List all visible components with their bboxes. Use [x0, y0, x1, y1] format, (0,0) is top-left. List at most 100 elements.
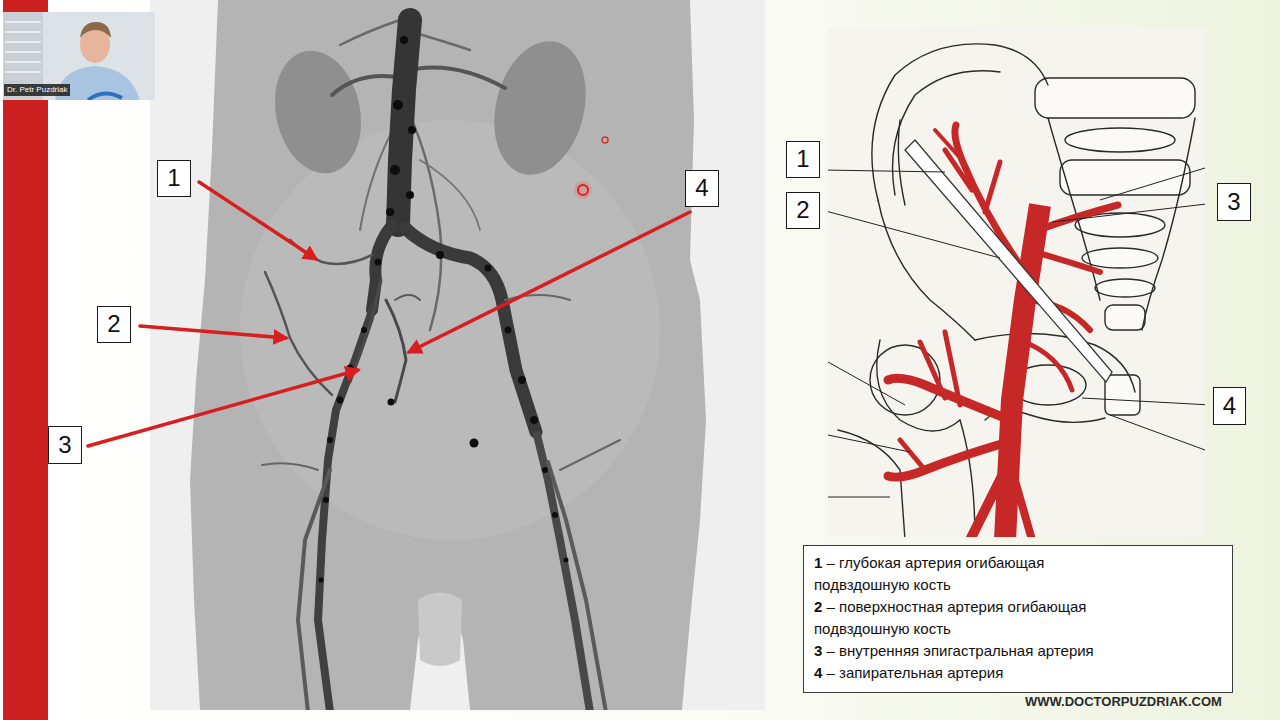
webcam-thumbnail — [3, 12, 155, 100]
pelvis-illustration — [1052, 203, 1205, 222]
pelvis-illustration — [838, 44, 1195, 537]
ct-angiogram — [564, 558, 569, 563]
callout-box: 2 — [97, 306, 131, 343]
key-text: – запирательная артерия — [822, 664, 1003, 681]
ct-angiogram — [505, 327, 512, 334]
ct-angiogram — [518, 376, 526, 384]
pelvis-illustration — [1020, 340, 1072, 390]
pelvis-illustration — [828, 210, 1000, 258]
pelvis-illustration — [1105, 305, 1145, 330]
pelvis-illustration — [898, 120, 905, 205]
callout-box: 3 — [1217, 183, 1251, 221]
pelvis-illustration — [1035, 252, 1100, 272]
ct-angiogram — [485, 265, 492, 272]
callout-box: 4 — [685, 170, 719, 207]
presenter-name: Dr. Petr Puzdriak — [4, 84, 70, 96]
pelvis-illustration — [828, 435, 910, 452]
ct-angiogram — [390, 165, 400, 175]
callout-number: 1 — [796, 146, 809, 172]
ct-angiogram — [552, 512, 558, 518]
webcam-thumbnail — [5, 71, 41, 73]
callout-arrow — [199, 182, 316, 259]
ct-angiogram — [337, 397, 344, 404]
website-url: WWW.DOCTORPUZDRIAK.COM — [1025, 694, 1222, 709]
ct-angiogram — [386, 208, 394, 216]
callout-arrow — [88, 370, 358, 446]
key-number: 3 — [814, 642, 822, 659]
ct-angiogram — [530, 416, 538, 424]
pelvis-illustration — [828, 497, 890, 498]
ct-angiogram — [150, 0, 765, 710]
ct-angiogram — [298, 470, 330, 710]
ct-angiogram — [406, 191, 414, 199]
ct-angiogram — [602, 137, 608, 143]
pelvis-illustration — [1060, 160, 1190, 195]
pelvis-illustration — [1105, 375, 1140, 415]
callout-box: 1 — [157, 160, 191, 197]
pelvis-illustration — [1038, 205, 1118, 230]
key-number: 2 — [814, 598, 822, 615]
key-text: – поверхностная артерия огибающая подвзд… — [814, 598, 1086, 637]
callout-arrow — [409, 212, 690, 352]
pelvis-illustration — [1012, 470, 1032, 537]
pelvis-illustration — [828, 168, 1205, 497]
ct-angiogram — [361, 327, 367, 333]
pelvis-illustration — [1082, 248, 1158, 268]
ct-angiogram — [481, 31, 599, 184]
ct-angiogram — [327, 437, 333, 443]
ct-angiogram — [372, 225, 392, 310]
callout-number: 3 — [1227, 189, 1240, 215]
ct-angiogram — [150, 0, 765, 710]
pelvis-illustration — [970, 470, 1005, 537]
ct-angiogram — [265, 272, 332, 395]
key-text: – внутренняя эпигастральная артерия — [822, 642, 1093, 659]
key-text: – глубокая артерия огибающая подвздошную… — [814, 554, 1044, 593]
pelvis-illustration — [1110, 415, 1205, 450]
pelvis-illustration — [838, 430, 905, 537]
key-box: 1 – глубокая артерия огибающая подвздошн… — [803, 545, 1233, 693]
callout-number: 2 — [796, 197, 809, 223]
ct-angiogram — [350, 280, 381, 382]
callout-number: 3 — [58, 432, 71, 458]
callout-box: 2 — [786, 192, 820, 229]
webcam-thumbnail — [5, 51, 41, 53]
webcam-thumbnail — [88, 93, 122, 100]
ct-angiogram — [319, 36, 569, 583]
ct-angiogram — [332, 76, 402, 95]
ct-angiogram — [319, 578, 324, 583]
callout-number: 2 — [107, 311, 120, 337]
ct-angiogram — [578, 185, 588, 195]
pelvis-illustration — [888, 378, 1010, 420]
ct-angiogram — [318, 305, 374, 710]
webcam-thumbnail — [3, 12, 155, 100]
ct-angiogram — [418, 593, 462, 667]
ct-angiogram — [574, 181, 592, 199]
ct-angiogram — [264, 43, 372, 182]
ct-angiogram — [542, 467, 548, 473]
pelvis-illustration — [985, 162, 1000, 212]
ct-angiogram — [395, 295, 420, 300]
pelvis-illustration — [900, 440, 925, 470]
key-entry: 2 – поверхностная артерия огибающая подв… — [814, 596, 1134, 640]
ct-angiogram — [388, 399, 395, 406]
callout-arrow — [88, 182, 690, 446]
pelvis-illustration — [828, 170, 945, 172]
pelvis-illustration — [872, 44, 1048, 200]
pelvis-illustration — [828, 28, 1205, 537]
ct-angiogram — [408, 126, 416, 134]
ct-angiogram — [400, 36, 408, 44]
ct-angiogram — [190, 0, 706, 710]
ct-angiogram — [386, 300, 406, 402]
pelvis-illustration — [1082, 398, 1205, 405]
ct-angiogram — [262, 463, 318, 470]
key-entry: 4 – запирательная артерия — [814, 662, 1134, 684]
callout-number: 1 — [167, 165, 180, 191]
callout-arrow — [140, 326, 286, 338]
ct-angiogram — [436, 251, 444, 259]
pelvis-illustration — [935, 130, 962, 160]
ct-angiogram — [393, 100, 403, 110]
pelvis-illustration — [1142, 118, 1195, 330]
red-side-bar — [3, 0, 48, 720]
pelvis-illustration — [1035, 78, 1195, 118]
pelvis-illustration — [1100, 168, 1205, 200]
